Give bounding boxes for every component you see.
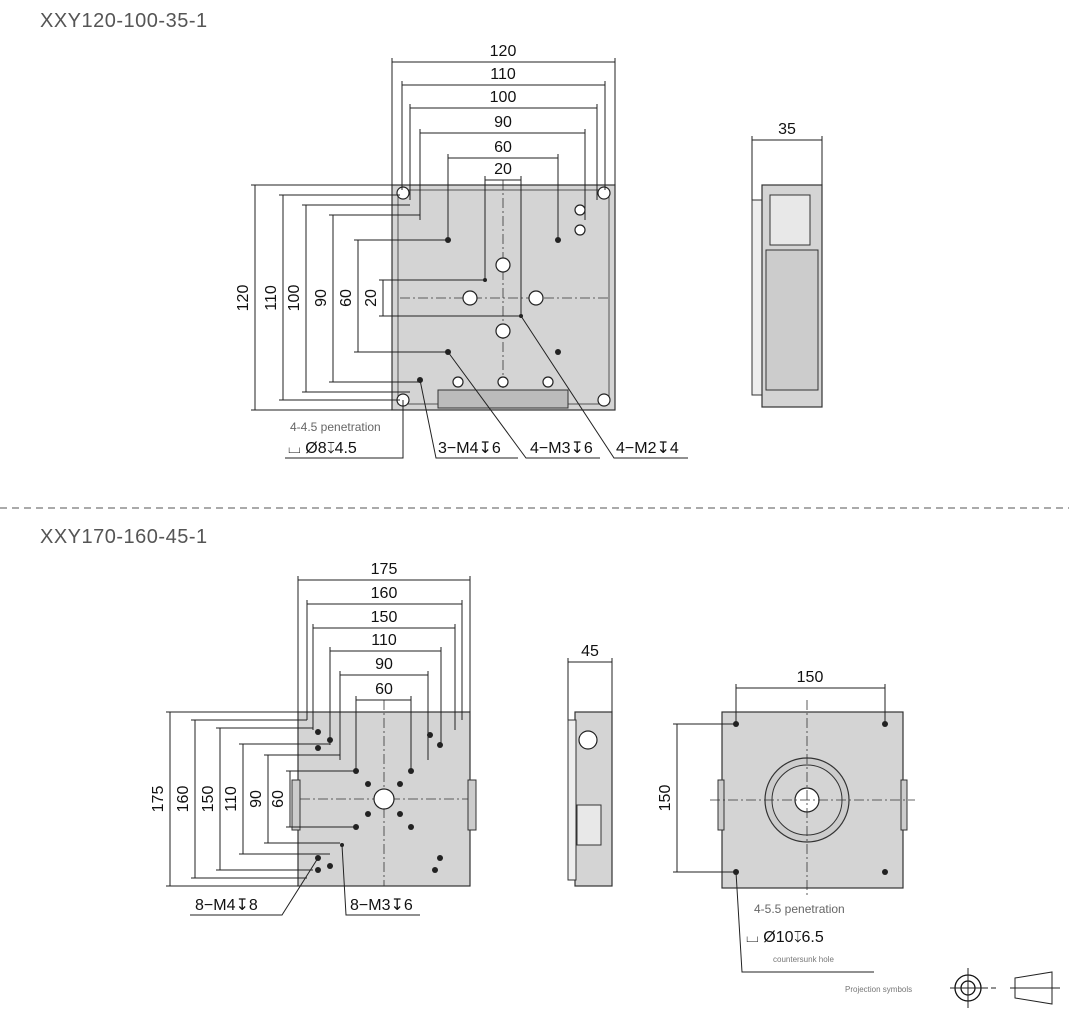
dim-label: 150	[371, 609, 398, 626]
model2-top-view	[291, 700, 477, 887]
callout-label: 8−M3↧6	[350, 897, 413, 914]
model2-bottom-view: 150 150 4-5.5 penetration ⌴ Ø10↧6.5 coun…	[657, 669, 915, 973]
model1-side-view: 35	[751, 121, 823, 408]
dim-label: 160	[175, 786, 192, 813]
model2-side-view: 45	[567, 643, 613, 887]
callout-label: 4−M2↧4	[616, 440, 679, 457]
penetration-note: 4-4.5 penetration	[290, 420, 381, 434]
counterbore-spec: ⌴ Ø8↧4.5	[288, 440, 357, 457]
model-title-1: XXY120-100-35-1	[40, 10, 208, 32]
callout-label: 4−M3↧6	[530, 440, 593, 457]
counterbore-spec: ⌴ Ø10↧6.5	[746, 929, 824, 946]
callout-label: 8−M4↧8	[195, 897, 258, 914]
dim-label: 90	[248, 790, 265, 808]
projection-cone-icon	[1010, 971, 1060, 1005]
model-title-2: XXY170-160-45-1	[40, 526, 208, 548]
dim-label: 60	[494, 139, 512, 156]
dim-label: 110	[223, 786, 240, 812]
dim-label: 110	[371, 632, 397, 649]
dim-label: 90	[375, 656, 393, 673]
model1-callouts: 4-4.5 penetration ⌴ Ø8↧4.5 3−M4↧6 4−M3↧6…	[285, 315, 688, 459]
dim-label: 35	[778, 121, 796, 138]
dim-label: 100	[286, 285, 303, 312]
dim-label: 60	[270, 790, 287, 808]
dim-label: 60	[375, 681, 393, 698]
dim-label: 110	[490, 66, 516, 83]
model2-top-dimensions: 175 160 150 110 90 60	[297, 561, 471, 771]
dim-label: 110	[263, 285, 280, 311]
model2-left-dimensions: 175 160 150 110 90 60	[150, 711, 356, 887]
dim-label: 120	[490, 43, 517, 60]
model2-callouts: 8−M4↧8 8−M3↧6	[190, 844, 420, 916]
dim-label: 175	[150, 786, 167, 813]
projection-symbols: Projection symbols	[845, 968, 1060, 1008]
penetration-note: 4-5.5 penetration	[754, 902, 845, 916]
countersunk-note: countersunk hole	[773, 955, 834, 964]
dim-label: 90	[313, 289, 330, 307]
dim-label: 150	[200, 786, 217, 813]
dim-label: 45	[581, 643, 599, 660]
model1-top-view	[391, 180, 616, 411]
projection-label: Projection symbols	[845, 985, 912, 994]
dim-label: 150	[657, 785, 674, 812]
dim-label: 90	[494, 114, 512, 131]
dim-label: 100	[490, 89, 517, 106]
dim-label: 120	[235, 285, 252, 312]
dim-label: 20	[363, 289, 380, 307]
dim-label: 20	[494, 161, 512, 178]
model1-top-dimensions: 120 110 100 90 60 20	[391, 43, 616, 316]
dim-label: 175	[371, 561, 398, 578]
dim-label: 160	[371, 585, 398, 602]
dim-label: 150	[797, 669, 824, 686]
model1-left-dimensions: 120 110 100 90 60 20	[235, 184, 521, 411]
callout-label: 3−M4↧6	[438, 440, 501, 457]
dim-label: 60	[338, 289, 355, 307]
